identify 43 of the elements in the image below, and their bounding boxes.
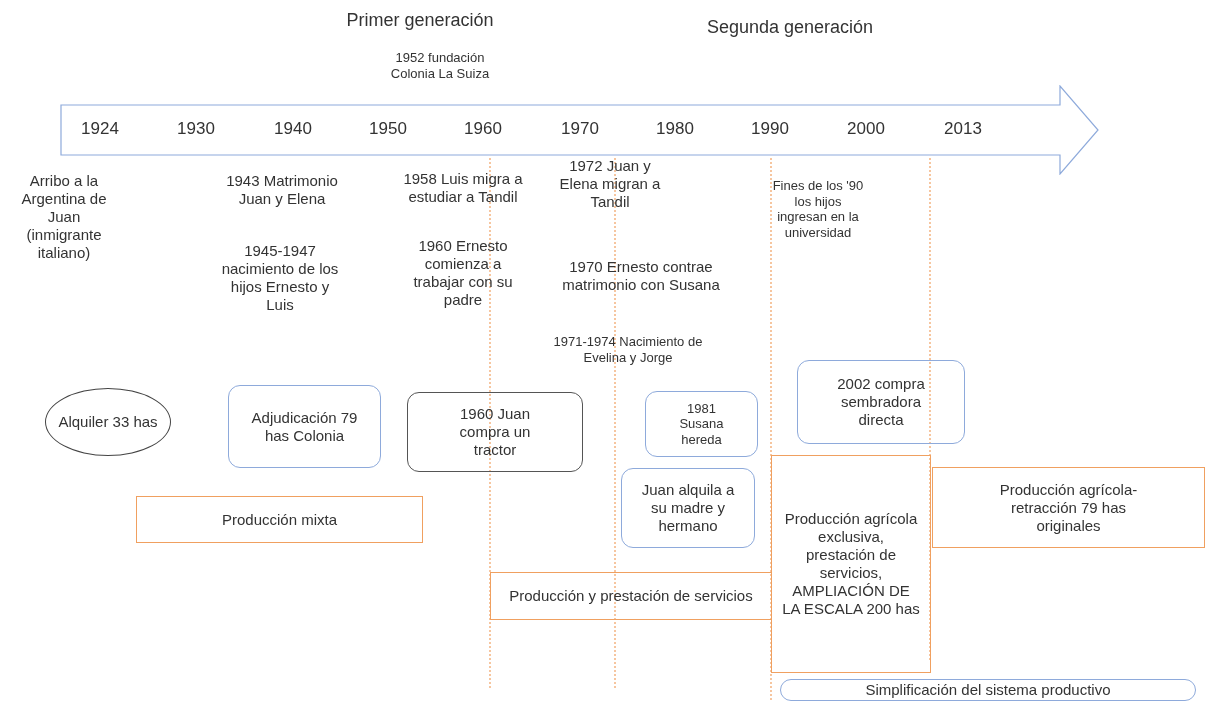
event-box	[621, 468, 755, 548]
box-text: 2002 compra sembradora directa	[836, 375, 926, 429]
event-note: 1943 Matrimonio Juan y Elena	[225, 172, 339, 208]
box-text: Simplificación del sistema productivo	[865, 681, 1111, 699]
event-box	[228, 385, 381, 468]
box-text: Producción y prestación de servicios	[509, 587, 753, 605]
box-text: Producción agrícola exclusiva, prestación de servicios, AMPLIACIÓN DE LA ESCALA 200 has	[782, 510, 920, 618]
box-text: Alquiler 33 has	[58, 413, 158, 431]
event-note: 1960 Ernesto comienza a trabajar con su padre	[412, 237, 514, 309]
period-box	[136, 496, 423, 543]
year-label: 2013	[943, 119, 983, 140]
year-label: 1980	[655, 119, 695, 140]
event-note: Arribo a la Argentina de Juan (inmigrante italiano)	[20, 172, 108, 262]
event-note: 1971-1974 Nacimiento de Evelina y Jorge	[552, 334, 704, 366]
year-label: 1990	[750, 119, 790, 140]
event-note: 1952 fundación Colonia La Suiza	[389, 50, 491, 82]
year-label: 1924	[80, 119, 120, 140]
generation-heading: Segunda generación	[705, 17, 875, 39]
year-label: 1960	[463, 119, 503, 140]
event-note: 1970 Ernesto contrae matrimonio con Susana	[561, 258, 721, 294]
event-note: Fines de los '90 los hijos ingresan en la universidad	[772, 178, 864, 241]
box-text: Adjudicación 79 has Colonia	[251, 408, 358, 445]
event-note: 1972 Juan y Elena migran a Tandil	[558, 157, 662, 211]
event-box	[797, 360, 965, 444]
timeline-arrow	[60, 85, 1100, 175]
box-text: Producción mixta	[221, 510, 338, 529]
event-box	[645, 391, 758, 457]
box-text: 1981 Susana hereda	[678, 400, 725, 448]
event-note: 1958 Luis migra a estudiar a Tandil	[402, 170, 524, 206]
year-label: 1950	[368, 119, 408, 140]
period-box	[490, 572, 772, 620]
year-label: 1940	[273, 119, 313, 140]
box-text: 1960 Juan compra un tractor	[458, 405, 532, 459]
generation-heading: Primer generación	[345, 10, 495, 32]
year-label: 1930	[176, 119, 216, 140]
box-text: Producción agrícola-retracción 79 has originales	[998, 480, 1139, 535]
period-box	[771, 455, 931, 673]
event-note: 1945-1947 nacimiento de los hijos Ernesto y Luis	[220, 242, 340, 314]
year-label: 1970	[560, 119, 600, 140]
period-box	[932, 467, 1205, 548]
year-label: 2000	[846, 119, 886, 140]
event-box	[407, 392, 583, 472]
box-text: Juan alquila a su madre y hermano	[640, 481, 736, 535]
